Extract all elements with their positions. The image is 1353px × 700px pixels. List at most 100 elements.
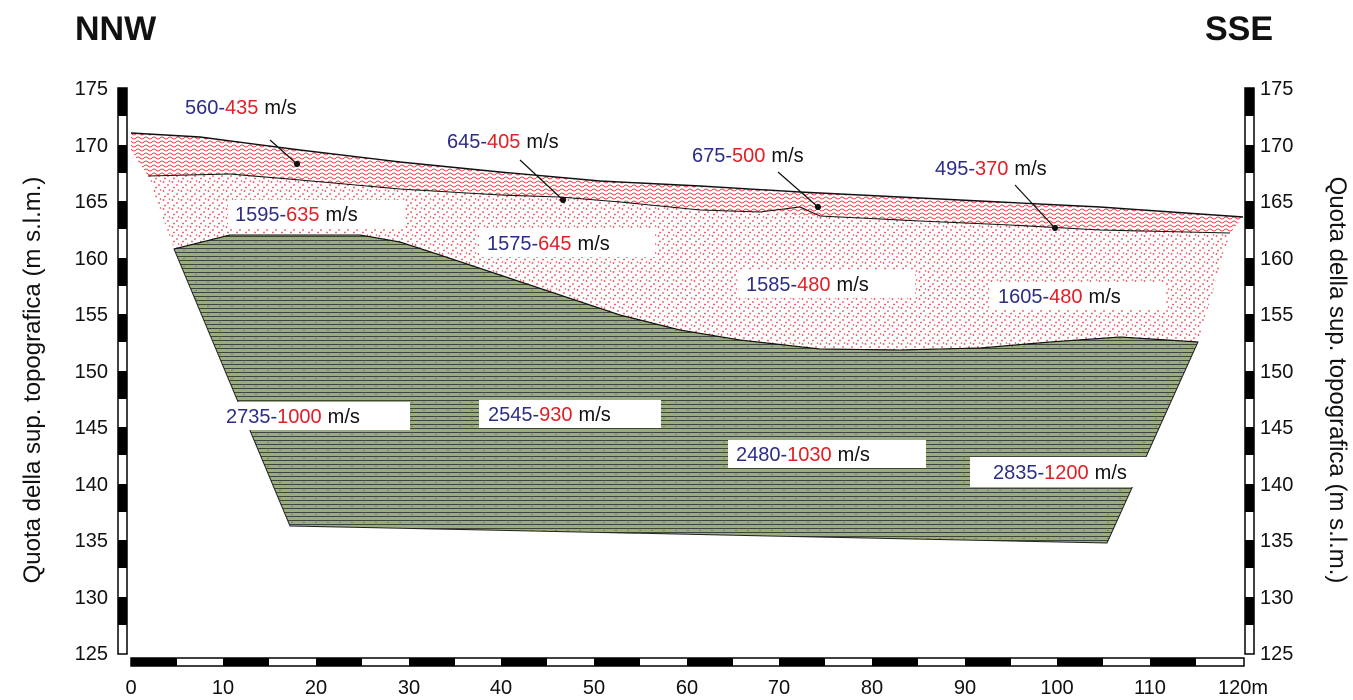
vs-value: 930	[539, 404, 572, 426]
separator: -	[532, 233, 539, 255]
distance-tick-40: 40	[490, 677, 512, 699]
distance-tick-110: 110	[1134, 677, 1166, 699]
vp-value: 1595	[235, 204, 280, 226]
unit: m/s	[837, 274, 869, 296]
vs-value: 1200	[1044, 462, 1089, 484]
right-tick-175: 175	[1260, 78, 1293, 100]
right-tick-170: 170	[1260, 135, 1293, 157]
right-tick-135: 135	[1260, 530, 1293, 552]
distance-tick-70: 70	[768, 677, 790, 699]
unit: m/s	[326, 204, 358, 226]
distance-ticks: 0 10 20 30 40 50 60 70 80 90 100 110 120…	[125, 677, 1268, 699]
vp-value: 495	[935, 158, 968, 180]
velocity-label-middle-2: 1575-645 m/s	[487, 233, 610, 255]
separator: -	[271, 406, 278, 428]
vp-value: 1605	[998, 286, 1043, 308]
separator: -	[280, 204, 287, 226]
velocity-label-bedrock-4: 2835-1200 m/s	[993, 462, 1127, 484]
direction-label-nnw: NNW	[75, 10, 157, 48]
topography-line	[130, 132, 1244, 218]
vp-value: 2835	[993, 462, 1038, 484]
vp-value: 2545	[488, 404, 533, 426]
vp-value: 675	[692, 145, 725, 167]
right-tick-140: 140	[1260, 474, 1293, 496]
distance-tick-60: 60	[676, 677, 698, 699]
vs-value: 480	[1049, 286, 1082, 308]
vp-value: 560	[185, 97, 218, 119]
top-layer	[131, 133, 1243, 233]
label-backgrounds	[220, 200, 1175, 487]
separator: -	[480, 131, 487, 153]
right-tick-125: 125	[1260, 643, 1293, 665]
unit: m/s	[1095, 462, 1127, 484]
unit: m/s	[328, 406, 360, 428]
left-scale-bar	[117, 87, 128, 655]
velocity-label-bedrock-2: 2545-930 m/s	[488, 404, 611, 426]
leader-lines	[269, 139, 1059, 232]
distance-tick-100: 100	[1040, 677, 1073, 699]
vs-value: 645	[538, 233, 571, 255]
left-tick-130: 130	[75, 587, 108, 609]
left-tick-135: 135	[75, 530, 108, 552]
unit: m/s	[838, 444, 870, 466]
separator: -	[218, 97, 225, 119]
right-tick-150: 150	[1260, 361, 1293, 383]
separator: -	[1043, 286, 1050, 308]
unit: m/s	[578, 233, 610, 255]
distance-tick-30: 30	[398, 677, 420, 699]
middle-layer	[148, 174, 1230, 350]
distance-tick-10: 10	[212, 677, 234, 699]
left-tick-145: 145	[75, 417, 108, 439]
right-tick-130: 130	[1260, 587, 1293, 609]
vp-value: 1585	[746, 274, 791, 296]
separator: -	[1038, 462, 1045, 484]
separator: -	[533, 404, 540, 426]
separator: -	[725, 145, 732, 167]
right-scale-bar	[1244, 87, 1255, 655]
vs-value: 435	[225, 97, 258, 119]
left-elevation-ticks: 175 170 165 160 155 150 145 140 135 130 …	[75, 78, 108, 665]
vs-value: 480	[797, 274, 830, 296]
vp-value: 2480	[736, 444, 781, 466]
direction-label-sse: SSE	[1205, 10, 1274, 48]
left-tick-165: 165	[75, 191, 108, 213]
distance-tick-0: 0	[125, 677, 136, 699]
left-tick-140: 140	[75, 474, 108, 496]
right-tick-165: 165	[1260, 191, 1293, 213]
left-tick-125: 125	[75, 643, 108, 665]
distance-tick-80: 80	[861, 677, 883, 699]
vs-value: 1000	[277, 406, 322, 428]
unit: m/s	[579, 404, 611, 426]
vp-value: 2735	[226, 406, 271, 428]
right-elevation-ticks: 175 170 165 160 155 150 145 140 135 130 …	[1260, 78, 1293, 665]
left-tick-175: 175	[75, 78, 108, 100]
right-tick-155: 155	[1260, 304, 1293, 326]
right-axis-title: Quota della sup. topografica (m s.l.m.)	[1324, 177, 1351, 584]
left-axis-title: Quota della sup. topografica (m s.l.m.)	[19, 177, 46, 584]
vp-value: 1575	[487, 233, 532, 255]
vp-value: 645	[447, 131, 480, 153]
right-tick-145: 145	[1260, 417, 1293, 439]
velocity-label-middle-1: 1595-635 m/s	[235, 204, 358, 226]
left-tick-160: 160	[75, 248, 108, 270]
unit: m/s	[771, 145, 803, 167]
left-tick-170: 170	[75, 135, 108, 157]
vs-value: 405	[487, 131, 520, 153]
unit: m/s	[1014, 158, 1046, 180]
top-layer-base	[147, 173, 1231, 234]
velocity-label-middle-4: 1605-480 m/s	[998, 286, 1121, 308]
unit: m/s	[1089, 286, 1121, 308]
separator: -	[791, 274, 798, 296]
separator: -	[968, 158, 975, 180]
left-tick-155: 155	[75, 304, 108, 326]
distance-tick-20: 20	[305, 677, 327, 699]
right-tick-160: 160	[1260, 248, 1293, 270]
vs-value: 635	[286, 204, 319, 226]
bottom-scale-bar	[130, 657, 1245, 667]
vs-value: 1030	[787, 444, 832, 466]
